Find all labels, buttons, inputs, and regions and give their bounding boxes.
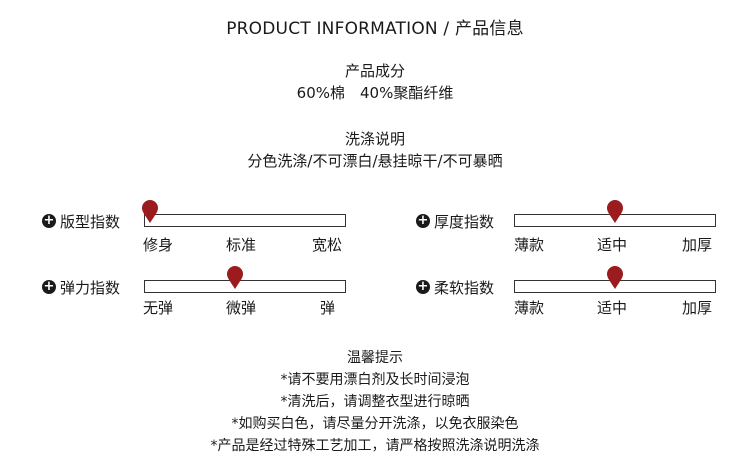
scale-label: 柔软指数 <box>434 279 495 297</box>
washing-value: 分色洗涤/不可漂白/悬挂晾干/不可暴晒 <box>247 152 503 170</box>
scale-tick-right: 加厚 <box>682 236 713 254</box>
tips-line: *清洗后，请调整衣型进行晾晒 <box>280 394 470 410</box>
scale-bar <box>144 214 346 227</box>
washing-heading: 洗涤说明 <box>344 130 405 148</box>
scale-bar <box>144 280 346 293</box>
scale-tick-middle: 适中 <box>597 299 628 317</box>
composition-heading: 产品成分 <box>344 62 405 80</box>
scale-label: 弹力指数 <box>60 279 121 297</box>
map-pin-icon <box>226 266 243 289</box>
scale-tick-right: 宽松 <box>312 236 343 254</box>
plus-circle-icon: + <box>416 213 430 228</box>
plus-circle-icon: + <box>42 279 56 294</box>
scale-label: 版型指数 <box>60 213 121 231</box>
scale-thickness: + 厚度指数 薄款 适中 加厚 <box>416 200 736 256</box>
scale-tick-middle: 适中 <box>597 236 628 254</box>
tips-line: *如购买白色，请尽量分开洗涤，以免衣服染色 <box>231 416 519 432</box>
scale-tick-left: 无弹 <box>143 299 174 317</box>
scale-tick-left: 修身 <box>143 236 174 254</box>
scale-tick-left: 薄款 <box>514 236 545 254</box>
scale-fit: + 版型指数 修身 标准 宽松 <box>42 200 362 256</box>
composition-value: 60%棉 40%聚酯纤维 <box>296 84 454 102</box>
scale-tick-middle: 微弹 <box>226 299 257 317</box>
scale-tick-left: 薄款 <box>514 299 545 317</box>
scale-tick-right: 加厚 <box>682 299 713 317</box>
plus-circle-icon: + <box>416 279 430 294</box>
plus-circle-icon: + <box>42 213 56 228</box>
scale-tick-middle: 标准 <box>226 236 257 254</box>
tips-line: *请不要用漂白剂及长时间浸泡 <box>280 372 470 388</box>
map-pin-icon <box>607 200 623 223</box>
scale-elasticity: + 弹力指数 无弹 微弹 弹 <box>42 266 362 322</box>
tips-heading: 温馨提示 <box>347 350 403 366</box>
tips: 温馨提示 *请不要用漂白剂及长时间浸泡 *清洗后，请调整衣型进行晾晒 *如购买白… <box>0 347 750 457</box>
map-pin-icon <box>607 266 623 289</box>
tips-line: *产品是经过特殊工艺加工，请严格按照洗涤说明洗涤 <box>210 438 540 454</box>
scale-softness: + 柔软指数 薄款 适中 加厚 <box>416 266 736 322</box>
scale-label: 厚度指数 <box>434 213 495 231</box>
page-title: PRODUCT INFORMATION / 产品信息 <box>226 19 524 39</box>
scale-tick-right: 弹 <box>320 299 336 317</box>
map-pin-icon <box>142 200 159 223</box>
